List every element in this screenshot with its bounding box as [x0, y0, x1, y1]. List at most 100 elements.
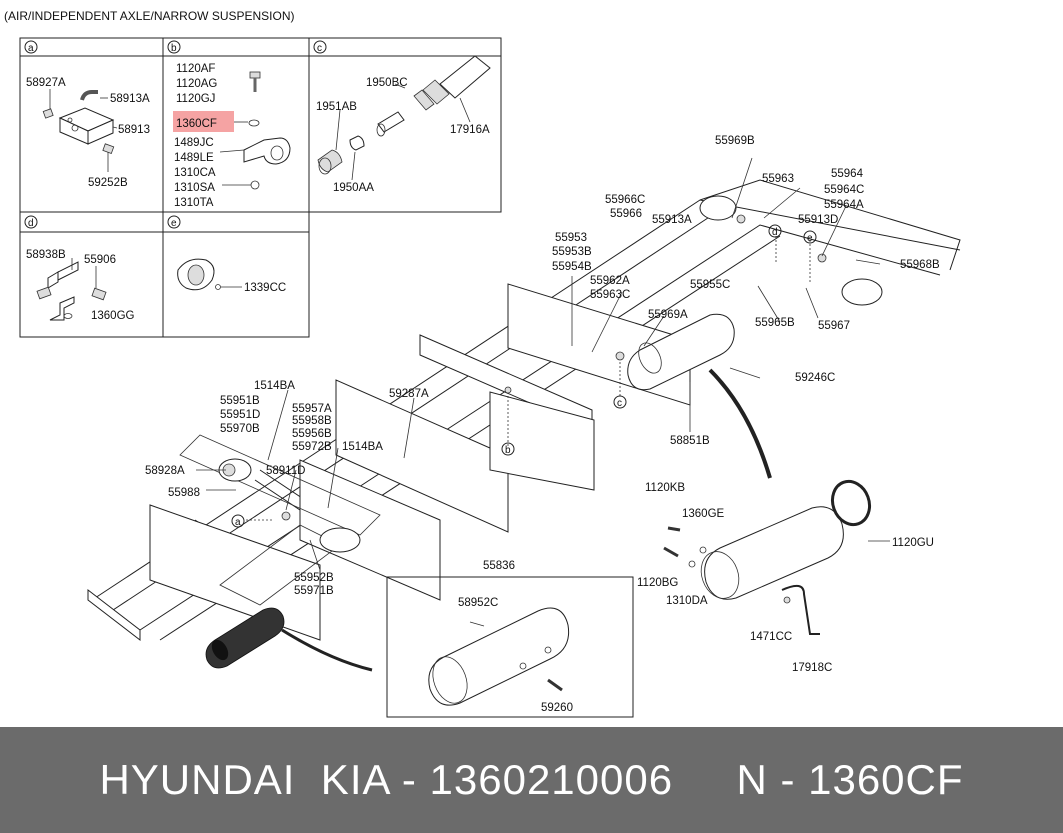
- svg-text:c: c: [317, 43, 322, 54]
- svg-text:d: d: [772, 227, 778, 238]
- part-label-58928A: 58928A: [145, 465, 185, 477]
- part-label-1120AG: 1120AG: [176, 78, 217, 90]
- part-label-55951D: 55951D: [220, 409, 260, 421]
- part-label-55964C: 55964C: [824, 184, 864, 196]
- part-label-55962A: 55962A: [590, 275, 630, 287]
- part-label-55957A: 55957A: [292, 403, 332, 415]
- part-label-1120BG: 1120BG: [637, 577, 678, 589]
- part-label-55955C: 55955C: [690, 279, 730, 291]
- part-label-1950AA: 1950AA: [333, 182, 374, 194]
- part-label-17918C: 17918C: [792, 662, 832, 674]
- diagram-title: (AIR/INDEPENDENT AXLE/NARROW SUSPENSION): [4, 9, 295, 23]
- inset-key-c: c: [313, 40, 327, 54]
- part-label-1514BA-2: 1514BA: [342, 441, 383, 453]
- part-label-1514BA-1: 1514BA: [254, 380, 295, 392]
- part-label-58851B: 58851B: [670, 435, 710, 447]
- part-label-1120AF: 1120AF: [176, 63, 215, 75]
- part-label-55969A: 55969A: [648, 309, 688, 321]
- part-label-1120GU: 1120GU: [892, 537, 934, 549]
- svg-text:c: c: [617, 398, 622, 409]
- highlight-1360CF: [173, 111, 234, 132]
- part-label-59246C: 59246C: [795, 372, 835, 384]
- part-label-55988: 55988: [168, 487, 200, 499]
- part-label-58938B: 58938B: [26, 249, 66, 261]
- part-label-1310SA: 1310SA: [174, 182, 215, 194]
- part-label-55970B: 55970B: [220, 423, 260, 435]
- svg-text:b: b: [171, 43, 177, 54]
- part-label-55913A: 55913A: [652, 214, 692, 226]
- part-label-55906: 55906: [84, 254, 116, 266]
- chassis-drawing: [87, 157, 961, 672]
- part-label-58911D: 58911D: [266, 465, 305, 477]
- svg-text:b: b: [505, 445, 511, 456]
- part-label-58927A: 58927A: [26, 77, 66, 89]
- part-label-55953: 55953: [555, 232, 587, 244]
- callout-e-1: e: [803, 230, 817, 244]
- inset-key-d: d: [24, 215, 38, 229]
- part-label-59287A: 59287A: [389, 388, 429, 400]
- part-label-55963C: 55963C: [590, 289, 630, 301]
- reservoir-detail-box: [386, 576, 634, 718]
- part-label-55963: 55963: [762, 173, 794, 185]
- part-number-text: HYUNDAI KIA - 1360210006 N - 1360CF: [99, 756, 964, 803]
- reservoir-detail-drawing: [428, 607, 570, 706]
- callout-a: a: [231, 514, 245, 528]
- part-label-55964: 55964: [831, 168, 864, 180]
- part-label-1360CF: 1360CF: [176, 118, 217, 130]
- part-label-1310CA: 1310CA: [174, 167, 216, 179]
- part-label-17916A: 17916A: [450, 124, 490, 136]
- part-label-55952B: 55952B: [294, 572, 334, 584]
- part-label-1489LE: 1489LE: [174, 152, 214, 164]
- part-number-banner: HYUNDAI KIA - 1360210006 N - 1360CF: [0, 727, 1063, 833]
- svg-text:a: a: [28, 43, 34, 54]
- inset-e-bracket-drawing: [177, 258, 242, 291]
- part-label-55958B: 55958B: [292, 415, 332, 427]
- part-label-1360GE: 1360GE: [682, 508, 725, 520]
- svg-text:a: a: [235, 517, 241, 528]
- inset-key-a: a: [24, 40, 38, 54]
- inset-grid: [19, 37, 502, 338]
- callout-c: c: [613, 395, 627, 409]
- part-label-55951B: 55951B: [220, 395, 260, 407]
- svg-text:d: d: [28, 218, 34, 229]
- part-label-55964A: 55964A: [824, 199, 864, 211]
- svg-text:e: e: [807, 233, 813, 244]
- part-label-58952C: 58952C: [458, 597, 498, 609]
- part-label-55966C: 55966C: [605, 194, 645, 206]
- part-label-55965B: 55965B: [755, 317, 795, 329]
- part-label-55966: 55966: [610, 208, 642, 220]
- inset-c-hose-drawing: [317, 55, 491, 181]
- part-label-55913D: 55913D: [798, 214, 838, 226]
- part-label-1120GJ: 1120GJ: [176, 93, 215, 105]
- inset-key-e: e: [167, 215, 181, 229]
- part-label-1310TA: 1310TA: [174, 197, 214, 209]
- inset-d-valve-drawing: [36, 258, 107, 321]
- part-label-58913A: 58913A: [110, 93, 150, 105]
- part-label-1951AB: 1951AB: [316, 101, 357, 113]
- part-label-1950BC: 1950BC: [366, 77, 408, 89]
- part-label-1489JC: 1489JC: [174, 137, 214, 149]
- svg-text:e: e: [171, 218, 177, 229]
- part-label-1339CC: 1339CC: [244, 282, 286, 294]
- part-label-55969B: 55969B: [715, 135, 755, 147]
- part-label-58913: 58913: [118, 124, 150, 136]
- inset-key-b: b: [167, 40, 181, 54]
- inset-a-fitting-drawing: [42, 89, 118, 172]
- callout-d: d: [768, 224, 782, 238]
- part-label-1310DA: 1310DA: [666, 595, 708, 607]
- callout-b: b: [501, 442, 515, 456]
- part-label-55972B: 55972B: [292, 441, 332, 453]
- inset-b-clamp-drawing: [173, 71, 291, 190]
- part-label-1471CC: 1471CC: [750, 631, 792, 643]
- part-label-1120KB: 1120KB: [645, 482, 685, 494]
- part-label-1360GG: 1360GG: [91, 310, 135, 322]
- part-label-55954B: 55954B: [552, 261, 592, 273]
- part-label-55836: 55836: [483, 560, 515, 572]
- parts-diagram: (AIR/INDEPENDENT AXLE/NARROW SUSPENSION)…: [4, 9, 961, 718]
- part-label-55956B: 55956B: [292, 428, 332, 440]
- part-label-55953B: 55953B: [552, 246, 592, 258]
- part-label-55967: 55967: [818, 320, 850, 332]
- part-label-55968B: 55968B: [900, 259, 940, 271]
- part-label-59260: 59260: [541, 702, 573, 714]
- part-label-59252B: 59252B: [88, 177, 128, 189]
